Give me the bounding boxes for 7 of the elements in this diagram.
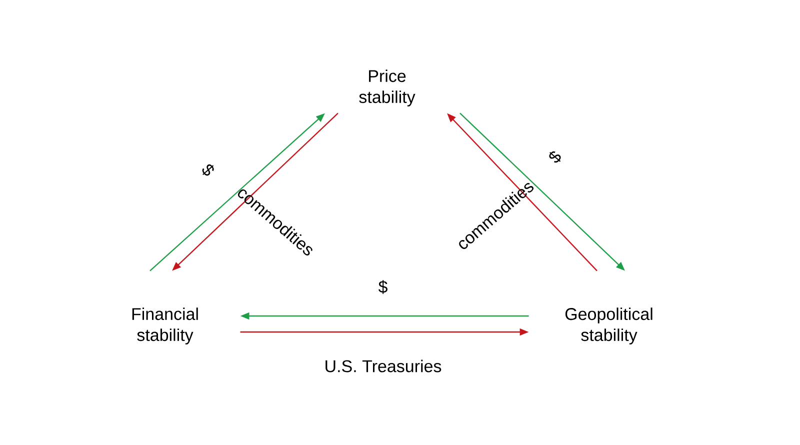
edge-label: U.S. Treasuries	[326, 360, 442, 372]
edge-label: $	[202, 164, 214, 176]
stability-label: Financial stability	[132, 308, 198, 344]
stability-label: Geopolitical stability	[565, 308, 652, 344]
stability-label: Price stability	[359, 70, 416, 106]
edge-label: $	[378, 280, 388, 294]
edge-label: $	[549, 151, 561, 163]
